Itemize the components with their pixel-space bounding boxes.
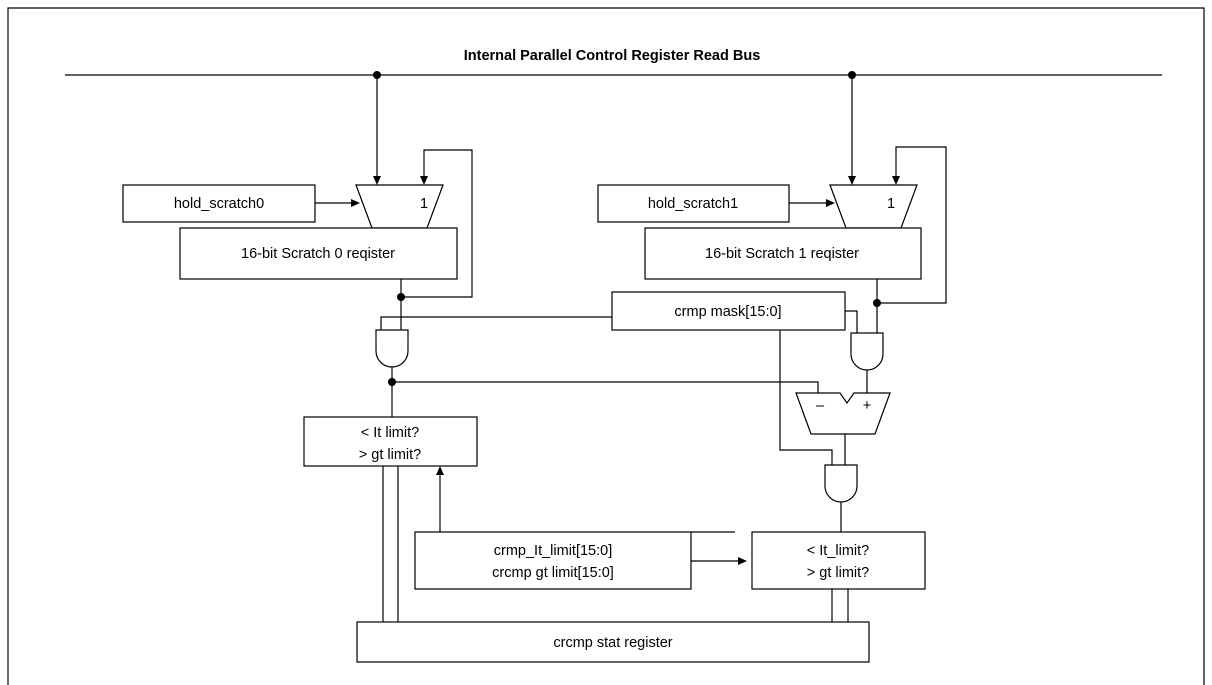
arrow-bus-tap-right <box>848 176 856 185</box>
arrow-hold1-to-mux <box>826 199 835 207</box>
arrow-feedback-left <box>420 176 428 185</box>
scratch0-output-junction <box>397 293 405 301</box>
and-gate-lower <box>824 464 858 503</box>
wire-mask-to-left-and <box>380 316 612 330</box>
wire-to-subtractor-minus <box>392 381 819 393</box>
scratch1-register <box>644 227 922 280</box>
limits-line1: crmp_It_limit[15:0] <box>494 543 612 559</box>
compare-right-line2: > gt limit? <box>807 565 869 581</box>
feedback-loop-right <box>877 146 947 304</box>
subtractor-plus-label: + <box>863 398 871 414</box>
stat-register <box>356 621 870 663</box>
mux-left <box>355 184 444 229</box>
mux-right-input-label: 1 <box>887 196 895 212</box>
arrow-limits-to-compare-left <box>436 466 444 475</box>
arrow-limits-to-compare-right <box>738 557 747 565</box>
and-gate-right <box>850 332 884 371</box>
limits-box <box>414 531 692 590</box>
limits-line2: crcmp gt limit[15:0] <box>492 565 614 581</box>
and-gate-left <box>375 329 409 368</box>
compare-left-line1: < It limit? <box>361 425 419 441</box>
compare-box-left <box>303 416 478 467</box>
compare-left-line2: > gt limit? <box>359 447 421 463</box>
arrow-bus-tap-left <box>373 176 381 185</box>
compare-box-right <box>751 531 926 590</box>
compare-right-line1: < It_limit? <box>807 543 869 559</box>
frame-border <box>7 7 1205 685</box>
mask-label: crmp mask[15:0] <box>674 304 781 320</box>
bus-title: Internal Parallel Control Register Read … <box>464 48 761 64</box>
scratch1-output-junction <box>873 299 881 307</box>
scratch0-register <box>179 227 458 280</box>
mux-left-input-label: 1 <box>420 196 428 212</box>
arrow-hold0-to-mux <box>351 199 360 207</box>
hold-scratch0-label: hold_scratch0 <box>174 196 264 212</box>
arrow-feedback-right <box>892 176 900 185</box>
feedback-loop-left <box>401 149 473 298</box>
wire-mask-to-right-and <box>845 310 858 333</box>
scratch1-register-label: 16-bit Scratch 1 reqister <box>705 246 859 262</box>
stat-register-label: crcmp stat register <box>553 635 672 651</box>
mux-right <box>829 184 918 229</box>
subtractor <box>795 392 891 435</box>
scratch0-register-label: 16-bit Scratch 0 reqister <box>241 246 395 262</box>
hold-scratch0-box <box>122 184 316 223</box>
wire-mask-to-lower-and <box>779 330 833 465</box>
hold-scratch1-label: hold_scratch1 <box>648 196 738 212</box>
subtractor-minus-label: – <box>816 398 825 414</box>
mask-box <box>611 291 846 331</box>
hold-scratch1-box <box>597 184 790 223</box>
